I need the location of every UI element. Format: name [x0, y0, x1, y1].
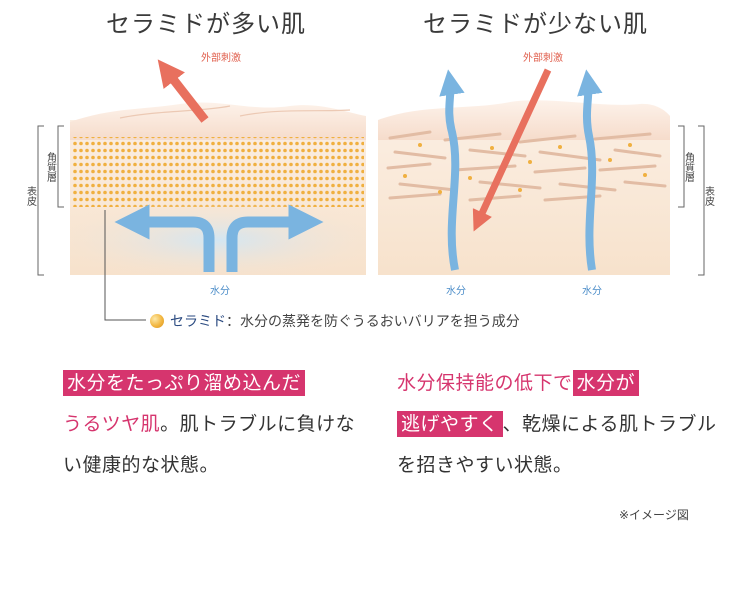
image-note: ※イメージ図	[619, 508, 689, 522]
title-right: セラミドが少ない肌	[423, 10, 648, 38]
left-description: 水分をたっぷり溜め込んだうるツヤ肌。肌トラブルに負けない健康的な状態。	[63, 363, 363, 486]
left-desc-rest: 。肌トラブルに負けない健康的な状態。	[63, 413, 356, 476]
water-label-right-2: 水分	[582, 285, 602, 297]
legend-name: セラミド	[170, 314, 226, 330]
bracket-right	[678, 125, 705, 276]
stimulus-arrow-right	[472, 68, 552, 232]
legend-leader-line	[104, 210, 146, 321]
cracked-layer	[386, 130, 667, 202]
right-description: 水分保持能の低下で水分が逃げやすく、乾燥による肌トラブルを招きやすい状態。	[397, 363, 717, 486]
label-epidermis-left: 表皮	[25, 185, 37, 207]
label-stratum-left: 角質層	[45, 152, 57, 182]
stimulus-label-left: 外部刺激	[201, 51, 241, 64]
water-escaping-arrows	[439, 69, 603, 271]
ceramide-legend: セラミド ：水分の蒸発を防ぐうるおいバリアを担う成分	[150, 311, 520, 331]
ceramide-layer-dense	[72, 137, 364, 207]
right-desc-highlight-1: 水分が	[572, 370, 640, 396]
water-retained-arrow	[114, 204, 324, 272]
skin-block-left	[70, 102, 366, 275]
right-desc-pink: 水分保持能の低下で	[397, 372, 573, 394]
water-label-left: 水分	[210, 285, 230, 297]
title-left: セラミドが多い肌	[106, 10, 306, 38]
water-label-right-1: 水分	[446, 285, 466, 297]
skin-diagram: 角質層 表皮 角質層 表皮 水分 外部刺激 水分 水分 外部刺激	[25, 51, 715, 321]
stimulus-label-right: 外部刺激	[523, 51, 563, 64]
right-desc-highlight-2: 逃げやすく	[397, 411, 503, 437]
left-desc-highlight: 水分をたっぷり溜め込んだ	[63, 370, 306, 396]
left-desc-pink: うるツヤ肌	[63, 413, 161, 435]
legend-text: ：水分の蒸発を防ぐうるおいバリアを担う成分	[226, 314, 520, 330]
label-epidermis-right: 表皮	[703, 185, 715, 207]
stimulus-arrow-left	[157, 59, 209, 123]
right-desc-rest: 、乾燥による肌トラブルを招きやすい状態。	[397, 413, 717, 476]
label-stratum-right: 角質層	[683, 152, 695, 182]
ceramide-dot-icon	[150, 314, 164, 328]
bracket-left	[37, 125, 64, 276]
ceramide-sparse	[403, 143, 647, 194]
